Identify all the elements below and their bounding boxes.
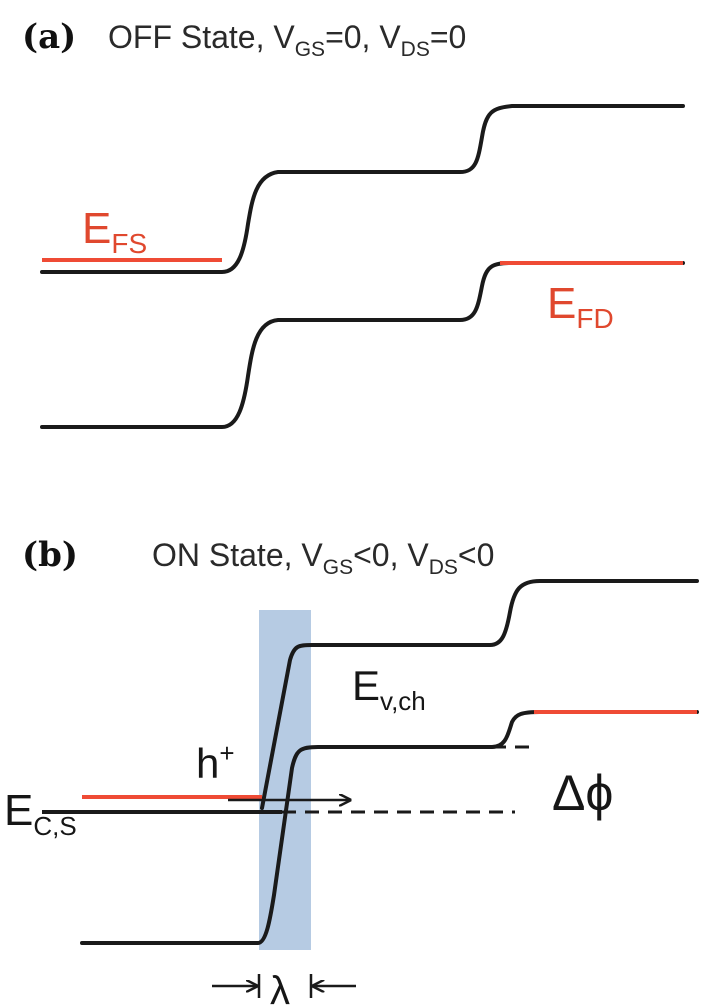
panel-b-tag: (b) xyxy=(22,535,78,575)
delta-phi-label: Δϕ xyxy=(552,765,613,821)
hole-label: h+ xyxy=(196,738,235,787)
panel-a-upper-band xyxy=(40,104,685,274)
ec-s-label: EC,S xyxy=(4,786,77,841)
panel-b-lower-band xyxy=(80,710,699,945)
panel-a-efs-label: EFS xyxy=(82,204,147,259)
panel-a-title: OFF State, VGS=0, VDS=0 xyxy=(108,19,466,61)
panel-a: (a) OFF State, VGS=0, VDS=0 EFS EFD xyxy=(22,17,685,429)
panel-b: (b) ON State, VGS<0, VDS<0 h+ Ev,ch EC,S… xyxy=(4,535,699,1006)
panel-b-upper-band xyxy=(260,579,699,810)
panel-a-tag: (a) xyxy=(22,17,76,57)
panel-a-efd-label: EFD xyxy=(547,279,614,334)
lambda-label: λ xyxy=(270,969,290,1006)
panel-a-lower-band xyxy=(40,261,685,429)
ev-ch-label: Ev,ch xyxy=(352,662,426,716)
panel-b-title: ON State, VGS<0, VDS<0 xyxy=(152,537,494,579)
